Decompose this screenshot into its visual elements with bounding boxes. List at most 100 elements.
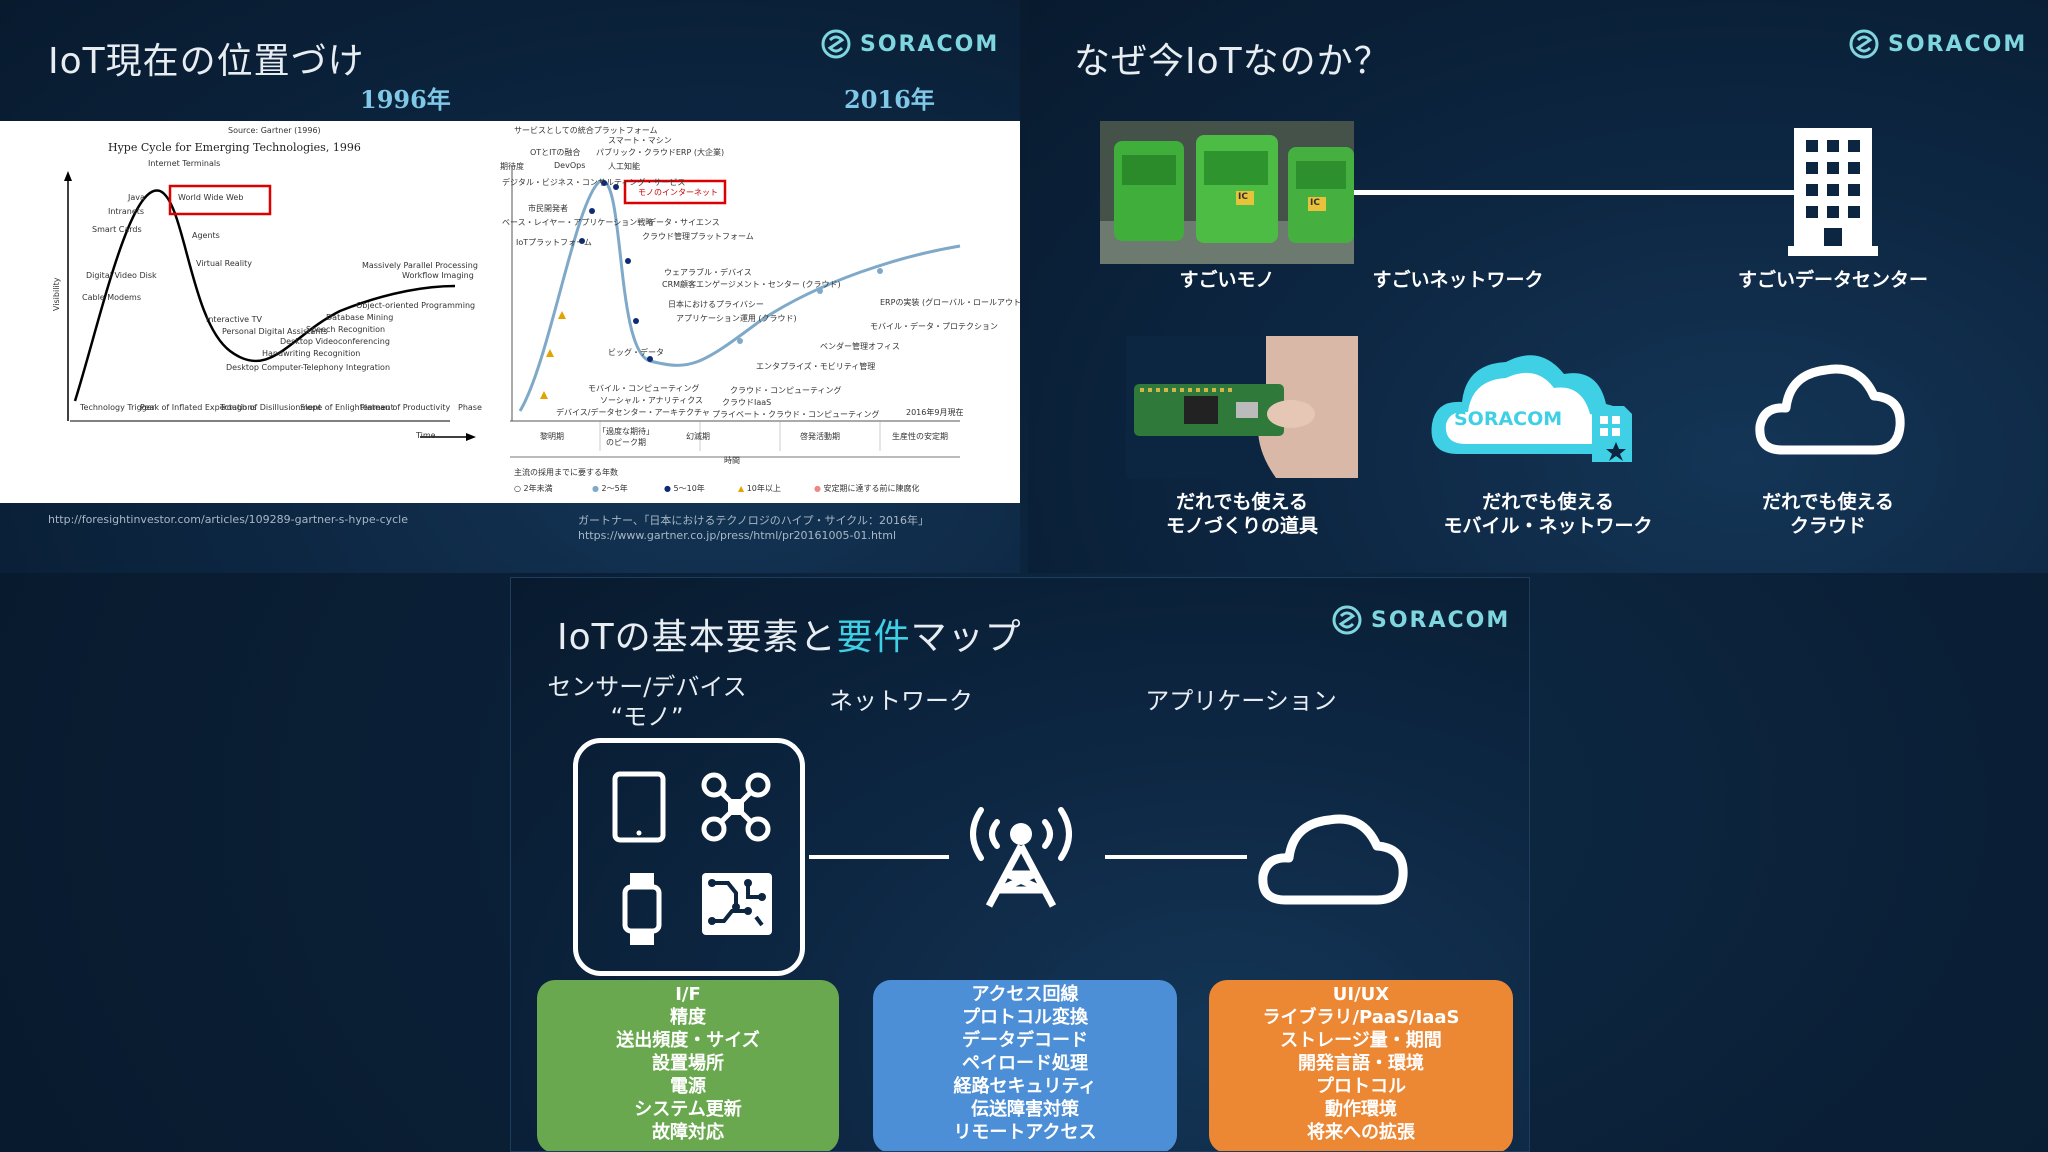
column-head-devices: センサー/デバイス “モノ”	[547, 673, 747, 731]
slide-title: なぜ今IoTなのか？	[1074, 41, 1391, 82]
connector-line	[809, 855, 949, 859]
antenna-tower-icon	[970, 807, 1072, 908]
label: データ・サイエンス	[648, 218, 720, 227]
requirement-item: ペイロード処理	[962, 1053, 1088, 1074]
brand-name: SORACOM	[1371, 607, 1511, 633]
label: ウェアラブル・デバイス	[664, 268, 752, 277]
label: IoTプラットフォーム	[516, 238, 592, 247]
connector-line	[1105, 855, 1247, 859]
label: Digital Video Disk	[86, 271, 157, 280]
requirement-item: 経路セキュリティ	[953, 1076, 1097, 1097]
chart-title-1996: Hype Cycle for Emerging Technologies, 19…	[108, 141, 361, 154]
label: サービスとしての統合プラットフォーム	[514, 126, 658, 135]
label: プライベート・クラウド・コンピューティング	[712, 410, 880, 419]
brand-logo: SORACOM	[1331, 604, 1510, 636]
requirement-item: 精度	[670, 1007, 706, 1028]
requirement-item: データデコード	[962, 1030, 1088, 1051]
label: Virtual Reality	[196, 259, 253, 268]
label: Interactive TV	[206, 315, 262, 324]
column-head-application: アプリケーション	[1145, 687, 1337, 715]
cloud-icon	[1258, 814, 1408, 905]
requirement-item: リモートアクセス	[953, 1122, 1097, 1143]
label: ビッグ・データ	[608, 348, 664, 357]
label: クラウド・コンピューティング	[730, 386, 842, 395]
device-group	[573, 738, 805, 976]
legend-item: ● 安定期に達する前に陳腐化	[814, 484, 920, 493]
caption-great-network: すごいネットワーク	[1372, 269, 1544, 291]
requirement-item: 故障対応	[652, 1122, 724, 1143]
requirement-item: アクセス回線	[971, 984, 1079, 1005]
source-left: http://foresightinvestor.com/articles/10…	[48, 513, 409, 526]
phase-label: Plateau of Productivity	[360, 403, 451, 412]
ticket-gate-image	[1100, 121, 1354, 264]
caption-mobile-network: だれでも使える モバイル・ネットワーク	[1443, 491, 1653, 537]
phase-label: Trough of Disillusionment	[220, 403, 322, 412]
building-icon	[1788, 128, 1878, 256]
label: 市民開発者	[528, 204, 568, 213]
label: Workflow Imaging	[402, 271, 474, 280]
label: Personal Digital Assistants	[222, 327, 328, 336]
hype-cycle-1996: Source: Gartner (1996) Hype Cycle for Em…	[0, 121, 500, 503]
legend-title: 主流の採用までに要する年数	[514, 468, 618, 477]
drone-icon	[701, 772, 771, 842]
x-axis-label: 時間	[724, 456, 740, 465]
phase-label: 生産性の安定期	[892, 432, 948, 441]
phase-label: Slope of Enlightenment	[300, 403, 394, 412]
label: モバイル・コンピューティング	[588, 384, 700, 393]
caption-cloud: だれでも使える クラウド	[1762, 491, 1894, 537]
label: クラウド管理プラットフォーム	[642, 232, 754, 241]
label: スマート・マシン	[608, 136, 672, 145]
soracom-logo-icon	[821, 29, 851, 59]
brand-logo: SORACOM	[1848, 28, 2027, 60]
tablet-icon	[612, 771, 666, 843]
hype-curve-2016	[510, 166, 961, 458]
requirement-item: I/F	[675, 984, 701, 1005]
legend-item: ● 5〜10年	[664, 484, 705, 493]
requirements-devices: I/F 精度 送出頻度・サイズ 設置場所 電源 システム更新 故障対応	[537, 980, 839, 1151]
phase-label: 「過度な期待」のピーク期	[598, 427, 654, 447]
requirement-item: ライブラリ/PaaS/IaaS	[1262, 1007, 1460, 1028]
caption-maker-tools: だれでも使える モノづくりの道具	[1165, 491, 1318, 537]
requirement-item: 伝送障害対策	[971, 1099, 1079, 1120]
label: DevOps	[554, 161, 586, 170]
requirement-item: システム更新	[634, 1099, 742, 1120]
source-right-1: ガートナー、「日本におけるテクノロジのハイプ・サイクル：2016年」	[578, 514, 929, 527]
gate-badge: IC	[1238, 192, 1248, 202]
slide-why-iot: なぜ今IoTなのか？ SORACOM IC IC	[1028, 0, 2048, 573]
label: 日本におけるプライバシー	[668, 300, 764, 309]
phase-label: 黎明期	[540, 432, 564, 441]
slide-requirements-map: IoTの基本要素と要件マップ SORACOM センサー/デバイス “モノ” ネッ…	[510, 577, 1530, 1152]
label: デバイス/データセンター・アーキテクチャ	[556, 408, 710, 417]
year-left: 1996年	[360, 85, 451, 114]
x-axis-label: Time	[416, 431, 436, 440]
legend-item: ▲ 10年以上	[738, 484, 781, 493]
soracom-cloud-icon	[1431, 355, 1632, 462]
y-axis-label: Visibility	[52, 277, 61, 311]
raspberry-pi-photo	[1126, 336, 1358, 478]
slide-title: IoTの基本要素と要件マップ	[557, 617, 1022, 658]
soracom-logo-icon	[1332, 605, 1362, 635]
phase-label: 啓発活動期	[800, 432, 840, 441]
label: Java	[128, 193, 145, 202]
label: Massively Parallel Processing	[362, 261, 478, 270]
label: ベース・レイヤー・アプリケーション戦略	[502, 218, 654, 227]
ticket-gate-photo: IC IC	[1100, 121, 1354, 264]
requirement-item: 電源	[670, 1076, 706, 1097]
column-head-network: ネットワーク	[829, 687, 973, 715]
requirements-application: UI/UX ライブラリ/PaaS/IaaS ストレージ量・期間 開発言語・環境 …	[1209, 980, 1513, 1151]
label: Desktop Videoconferencing	[280, 337, 390, 346]
legend-item: ● 2〜5年	[592, 484, 628, 493]
chip-icon	[702, 873, 772, 935]
label: Internet Terminals	[148, 159, 221, 168]
caption-great-datacenter: すごいデータセンター	[1737, 269, 1928, 291]
hype-cycle-2016: モノのインターネット サービスとしての統合プラットフォーム スマート・マシン パ…	[500, 121, 1020, 503]
date-note: 2016年9月現在	[906, 408, 964, 417]
requirements-network: アクセス回線 プロトコル変換 データデコード ペイロード処理 経路セキュリティ …	[873, 980, 1177, 1151]
label: エンタプライズ・モビリティ管理	[756, 362, 876, 371]
requirement-item: 開発言語・環境	[1298, 1053, 1424, 1074]
year-right: 2016年	[844, 85, 935, 114]
soracom-logo-icon	[1849, 29, 1879, 59]
phase-label: Technology Trigger	[80, 403, 155, 412]
label: パブリック・クラウドERP (大企業)	[596, 148, 725, 157]
hype-curve-1996	[64, 171, 476, 441]
